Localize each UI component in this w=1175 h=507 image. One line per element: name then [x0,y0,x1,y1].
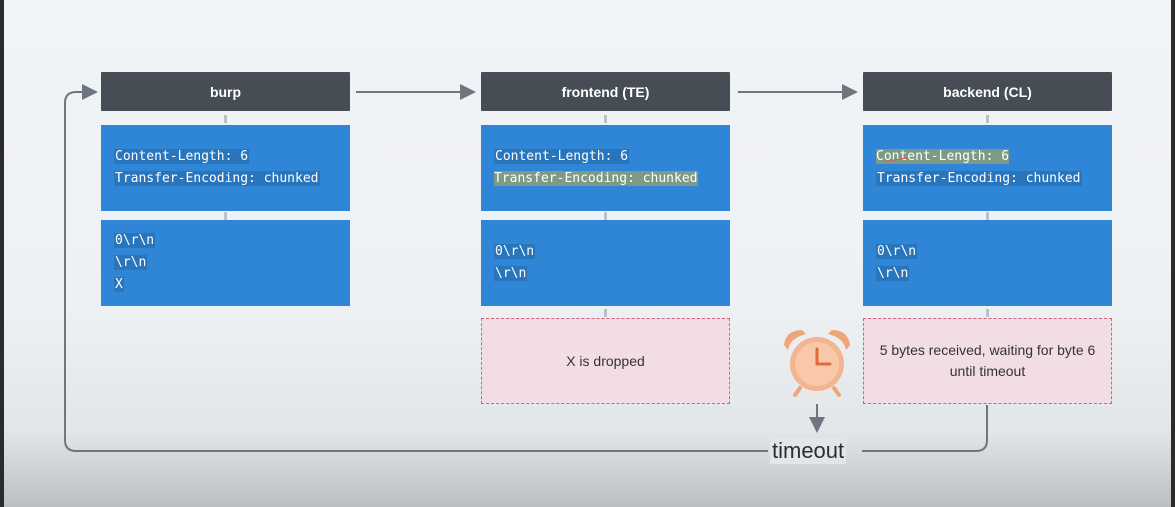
connector [986,212,989,220]
connector [604,212,607,220]
connector [986,115,989,123]
connector [986,309,989,317]
body-line: 0\r\n [114,233,156,248]
body-line: \r\n [114,255,148,270]
body-line: X [114,277,124,292]
frontend-body-box: 0\r\n \r\n [481,220,730,306]
burp-headers-box: Content-Length: 6 Transfer-Encoding: chu… [101,125,350,211]
body-line: \r\n [876,266,910,281]
burp-body-box: 0\r\n \r\n X [101,220,350,306]
backend-note-text: 5 bytes received, waiting for byte 6 unt… [879,342,1096,379]
alarm-clock-icon [784,330,850,397]
timeout-return-path-left [64,84,768,452]
body-line: \r\n [494,266,528,281]
content-length-header: Content-Length: 6 [114,149,250,164]
frontend-headers-box: Content-Length: 6 Transfer-Encoding: chu… [481,125,730,211]
connector [224,115,227,123]
right-frame-edge [1171,0,1175,507]
node-frontend-title: frontend (TE) [561,83,650,100]
node-backend-header: backend (CL) [863,72,1112,111]
content-length-header-highlighted: Content-Length: 6 [876,149,1010,164]
content-length-header: Content-Length: 6 [494,149,630,164]
connector [604,115,607,123]
timeout-label: timeout [770,438,847,464]
body-line: 0\r\n [876,244,918,259]
timeout-return-path [862,405,988,452]
node-backend-title: backend (CL) [943,83,1032,100]
left-frame-edge [0,0,4,507]
transfer-encoding-header: Transfer-Encoding: chunked [114,171,320,186]
connector [604,309,607,317]
backend-body-box: 0\r\n \r\n [863,220,1112,306]
node-frontend-header: frontend (TE) [481,72,730,111]
backend-note: 5 bytes received, waiting for byte 6 unt… [863,318,1112,404]
frontend-note: X is dropped [481,318,730,404]
node-burp-header: burp [101,72,350,111]
frontend-note-text: X is dropped [566,352,645,369]
body-line: 0\r\n [494,244,536,259]
connector [224,212,227,220]
transfer-encoding-header-highlighted: Transfer-Encoding: chunked [494,171,698,186]
node-burp-title: burp [209,83,242,100]
backend-headers-box: Content-Length: 6 Transfer-Encoding: chu… [863,125,1112,211]
transfer-encoding-header: Transfer-Encoding: chunked [876,171,1082,186]
